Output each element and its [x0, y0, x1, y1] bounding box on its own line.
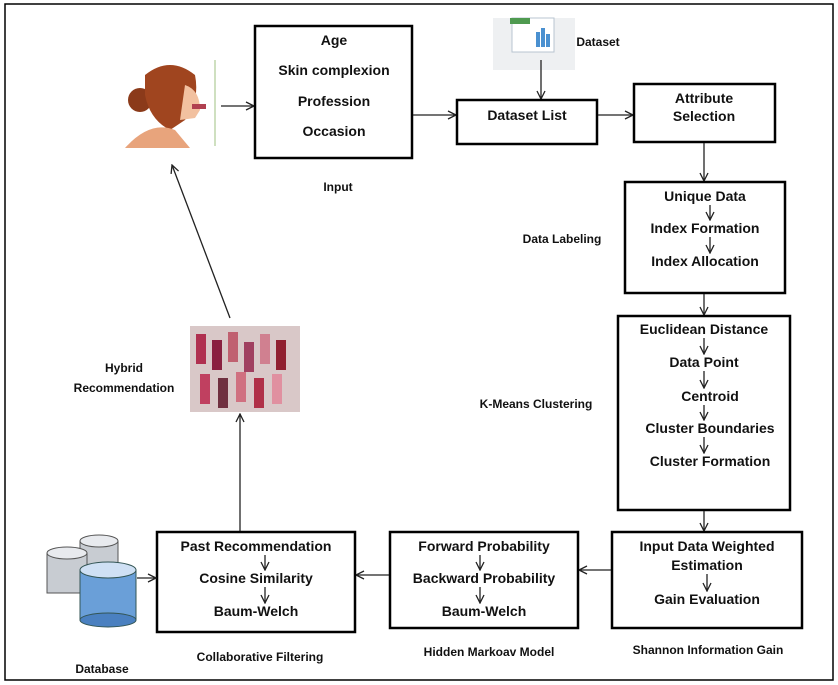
- attribute-line1: Attribute: [675, 90, 734, 106]
- cf-baum-welch: Baum-Welch: [214, 603, 299, 619]
- cluster-formation: Cluster Formation: [650, 453, 771, 469]
- cosine-similarity: Cosine Similarity: [199, 570, 313, 586]
- hmm-label: Hidden Markoav Model: [424, 645, 555, 659]
- dataset-label: Dataset: [576, 35, 619, 49]
- dataset-list-box: [455, 98, 599, 146]
- input-profession: Profession: [298, 93, 370, 109]
- data-point: Data Point: [669, 354, 739, 370]
- lipsticks-image: [190, 326, 300, 412]
- cf-label: Collaborative Filtering: [197, 650, 324, 664]
- outer-frame: [4, 3, 834, 681]
- forward-probability: Forward Probability: [418, 538, 550, 554]
- hmm-baum-welch: Baum-Welch: [442, 603, 527, 619]
- input-box: [253, 24, 414, 160]
- attribute-line2: Selection: [673, 108, 735, 124]
- database-icon: [46, 534, 137, 628]
- centroid: Centroid: [681, 388, 739, 404]
- estimation: Estimation: [671, 557, 743, 573]
- input-data-weighted: Input Data Weighted: [639, 538, 774, 554]
- euclidean-distance: Euclidean Distance: [640, 321, 769, 337]
- hybrid-label-line1: Hybrid: [105, 361, 143, 375]
- hybrid-label-line2: Recommendation: [74, 381, 175, 395]
- kmeans-label: K-Means Clustering: [480, 397, 593, 411]
- unique-data: Unique Data: [664, 188, 746, 204]
- data-labeling-box: [623, 180, 787, 295]
- data-labeling-label: Data Labeling: [523, 232, 602, 246]
- input-occasion: Occasion: [302, 123, 365, 139]
- dataset-list-text: Dataset List: [487, 107, 567, 123]
- input-label: Input: [323, 180, 352, 194]
- gain-evaluation: Gain Evaluation: [654, 591, 760, 607]
- input-skin-complexion: Skin complexion: [278, 62, 389, 78]
- attribute-selection-box: [632, 82, 777, 144]
- hmm-box: [388, 530, 580, 630]
- input-age: Age: [321, 32, 348, 48]
- shannon-label: Shannon Information Gain: [633, 643, 784, 657]
- collaborative-filtering-box: [155, 530, 357, 634]
- backward-probability: Backward Probability: [413, 570, 556, 586]
- spreadsheet-icon: [493, 17, 575, 70]
- woman-applying-lipstick-image: [125, 60, 216, 148]
- database-label: Database: [75, 662, 129, 676]
- index-allocation: Index Allocation: [651, 253, 759, 269]
- index-formation: Index Formation: [651, 220, 760, 236]
- cluster-boundaries: Cluster Boundaries: [645, 420, 774, 436]
- past-recommendation: Past Recommendation: [181, 538, 332, 554]
